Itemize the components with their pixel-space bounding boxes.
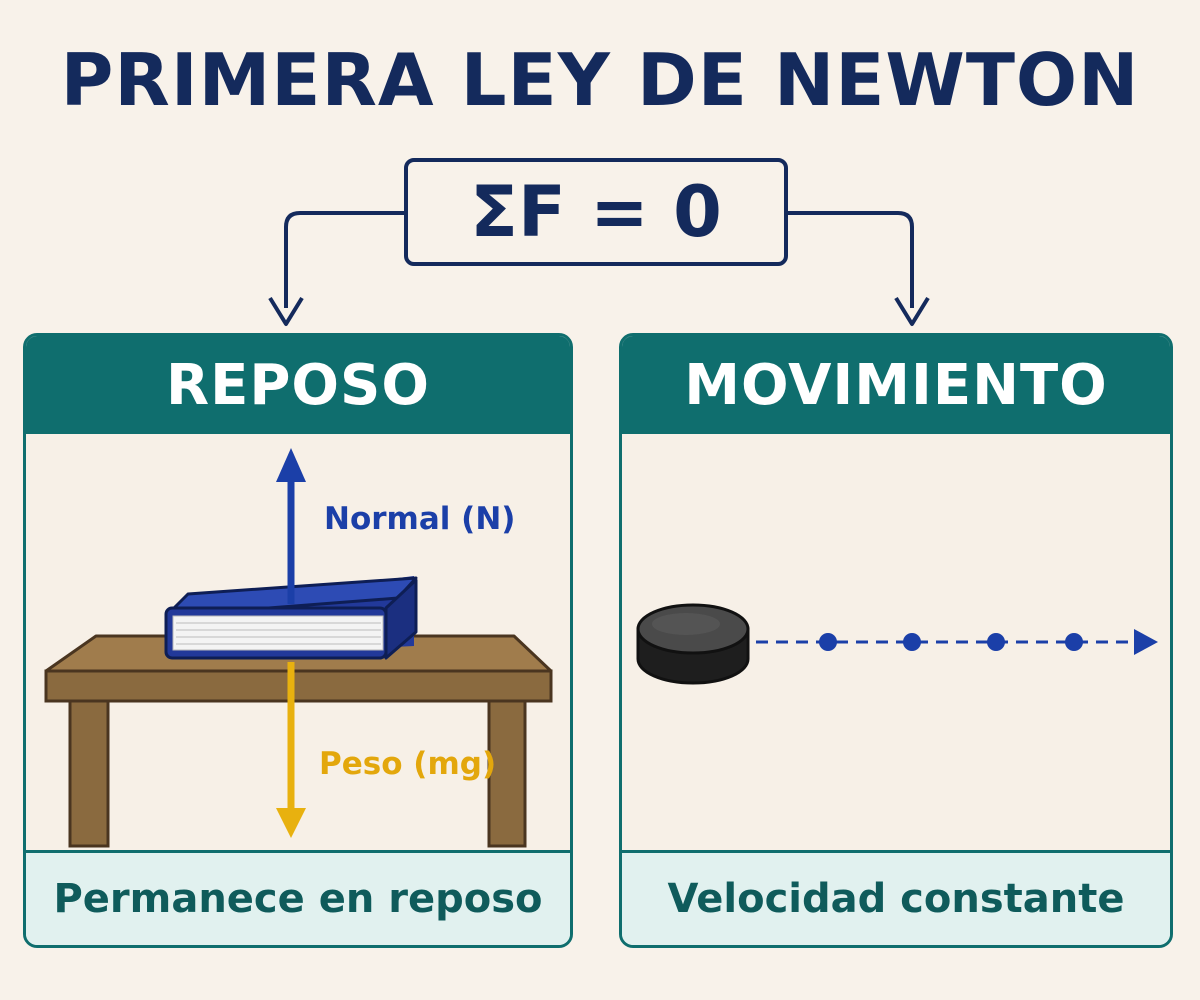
motion-scene	[636, 603, 1158, 685]
hockey-puck-icon	[636, 603, 750, 685]
motion-panel-header: MOVIMIENTO	[622, 336, 1170, 434]
weight-force-arrow	[276, 662, 306, 838]
weight-force-label: Peso (mg)	[319, 746, 497, 782]
motion-trajectory	[756, 629, 1158, 655]
left-connector-arrowhead	[268, 296, 304, 326]
right-connector	[788, 211, 914, 308]
page-title: PRIMERA LEY DE NEWTON	[60, 38, 1140, 122]
normal-force-arrow	[276, 448, 306, 604]
rest-scene	[44, 448, 553, 848]
right-connector-arrowhead	[894, 296, 930, 326]
rest-panel-header: REPOSO	[26, 336, 570, 434]
rest-panel-caption: Permanece en reposo	[26, 850, 570, 945]
motion-panel: MOVIMIENTO Velocidad constante	[619, 333, 1173, 948]
left-connector	[284, 211, 404, 308]
normal-force-label: Normal (N)	[324, 501, 516, 537]
net-force-formula: ΣF = 0	[404, 158, 788, 266]
rest-panel: REPOSO Norm	[23, 333, 573, 948]
motion-panel-caption: Velocidad constante	[622, 850, 1170, 945]
